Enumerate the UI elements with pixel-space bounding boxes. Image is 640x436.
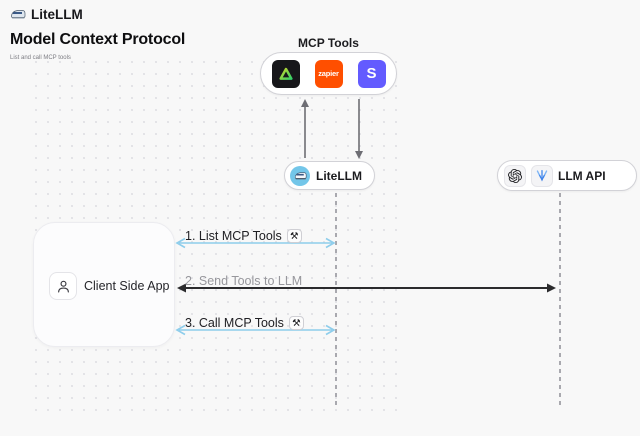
arrow-list-mcp-tools[interactable] bbox=[175, 237, 336, 249]
zapier-icon[interactable]: zapier bbox=[314, 59, 343, 88]
person-icon bbox=[49, 272, 77, 300]
mcp-tools-box[interactable]: zapier S bbox=[260, 52, 397, 95]
llm-api-node-label: LLM API bbox=[558, 168, 606, 183]
step3-text: 3. Call MCP Tools bbox=[185, 316, 284, 330]
tool-badge-icon: ⚒ bbox=[286, 229, 302, 243]
step2-label: 2. Send Tools to LLM bbox=[185, 274, 302, 288]
brand-name: LiteLLM bbox=[31, 6, 83, 22]
step3-label: 3. Call MCP Tools ⚒ bbox=[185, 316, 304, 330]
step1-text: 1. List MCP Tools bbox=[185, 229, 282, 243]
arrow-call-mcp-tools[interactable] bbox=[175, 324, 336, 336]
arrow-litellm-to-mcp[interactable] bbox=[301, 99, 309, 158]
page-title: Model Context Protocol bbox=[10, 31, 186, 48]
client-side-app-node[interactable]: Client Side App bbox=[33, 222, 175, 347]
step1-label: 1. List MCP Tools ⚒ bbox=[185, 229, 302, 243]
train-icon bbox=[294, 172, 307, 180]
page-subtitle: List and call MCP tools bbox=[10, 55, 71, 61]
client-node-label: Client Side App bbox=[84, 279, 170, 293]
zapier-wordmark: zapier bbox=[318, 69, 339, 78]
litellm-brand: LiteLLM bbox=[10, 6, 83, 22]
stripe-letter: S bbox=[366, 65, 377, 82]
triangle-tool-icon[interactable] bbox=[271, 59, 300, 88]
arrow-mcp-to-litellm[interactable] bbox=[355, 99, 363, 159]
llm-api-node[interactable]: LLM API bbox=[497, 160, 637, 191]
stripe-icon[interactable]: S bbox=[357, 59, 386, 88]
blue-llm-provider-icon bbox=[531, 164, 553, 187]
litellm-node[interactable]: LiteLLM bbox=[284, 161, 375, 190]
litellm-node-label: LiteLLM bbox=[316, 168, 362, 183]
openai-icon bbox=[504, 164, 526, 187]
mcp-tools-label: MCP Tools bbox=[298, 36, 359, 50]
train-icon bbox=[11, 10, 26, 19]
tool-badge-icon: ⚒ bbox=[288, 316, 304, 330]
litellm-logo-icon bbox=[290, 165, 310, 186]
arrow-send-tools-to-llm[interactable] bbox=[177, 283, 556, 293]
step2-text: 2. Send Tools to LLM bbox=[185, 274, 303, 288]
